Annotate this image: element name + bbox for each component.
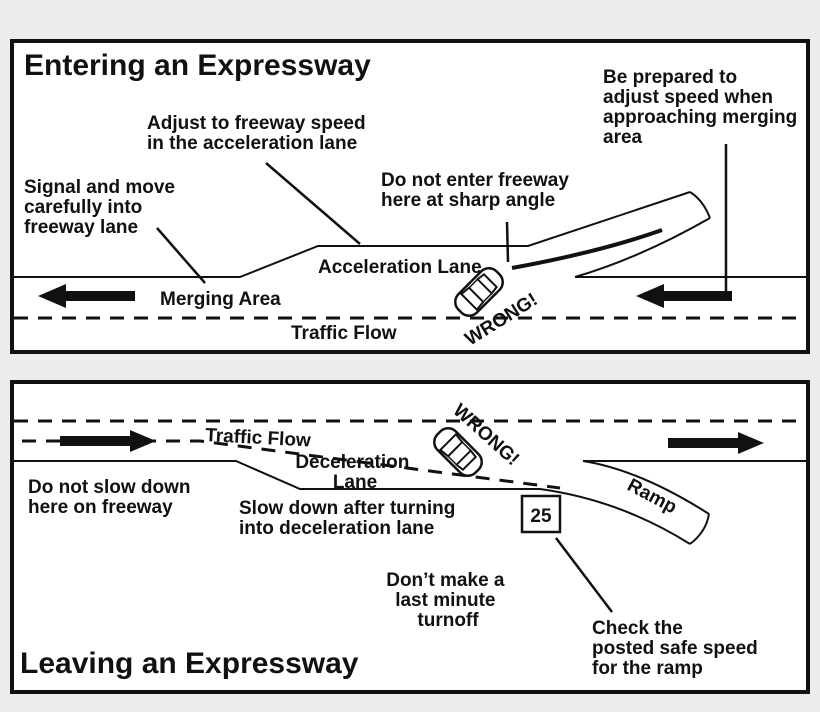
label-adjust-speed: Adjust to freeway speed in the accelerat… [147,113,371,154]
deceleration-lane-edge [14,460,691,545]
label-do-not-slow: Do not slow down here on freeway [28,477,196,518]
speed-sign: 25 [520,494,562,534]
ramp-end-cap [689,191,711,219]
label-deceleration-lane: Deceleration Lane [295,452,414,493]
label-check-speed: Check the posted safe speed for the ramp [592,618,763,679]
leader-line [555,537,613,613]
label-merging-area: Merging Area [160,289,281,310]
ramp-outer-edge [582,460,710,515]
label-acceleration-lane: Acceleration Lane [318,257,482,278]
ramp-center-stroke [511,228,663,270]
ramp-inner-edge [574,217,711,278]
speed-sign-value: 25 [530,506,552,527]
leader-line [265,162,361,245]
arrow-right-icon [668,432,764,454]
label-prepared-speed: Be prepared to adjust speed when approac… [603,67,803,148]
entering-panel: Entering an Expressway WRONG! Be prepare [10,39,810,354]
arrow-left-icon [38,284,135,308]
leaving-title: Leaving an Expressway [20,647,359,680]
entering-title: Entering an Expressway [24,49,371,82]
leader-line [156,227,206,284]
leader-line [505,221,510,263]
label-do-not-enter: Do not enter freeway here at sharp angle [381,170,574,211]
ramp-end-cap [689,513,710,545]
acceleration-lane-edge [14,191,691,278]
label-last-minute: Don’t make a last minute turnoff [386,570,510,631]
arrow-left-icon [636,284,732,308]
label-slow-down: Slow down after turning into deceleratio… [239,498,461,539]
arrow-right-icon [60,430,156,452]
leaving-panel-frame [10,380,810,694]
leaving-panel: Leaving an Expressway WRONG! 25 T [10,380,810,694]
label-signal-move: Signal and move carefully into freeway l… [24,177,180,238]
label-traffic-flow: Traffic Flow [291,323,397,344]
